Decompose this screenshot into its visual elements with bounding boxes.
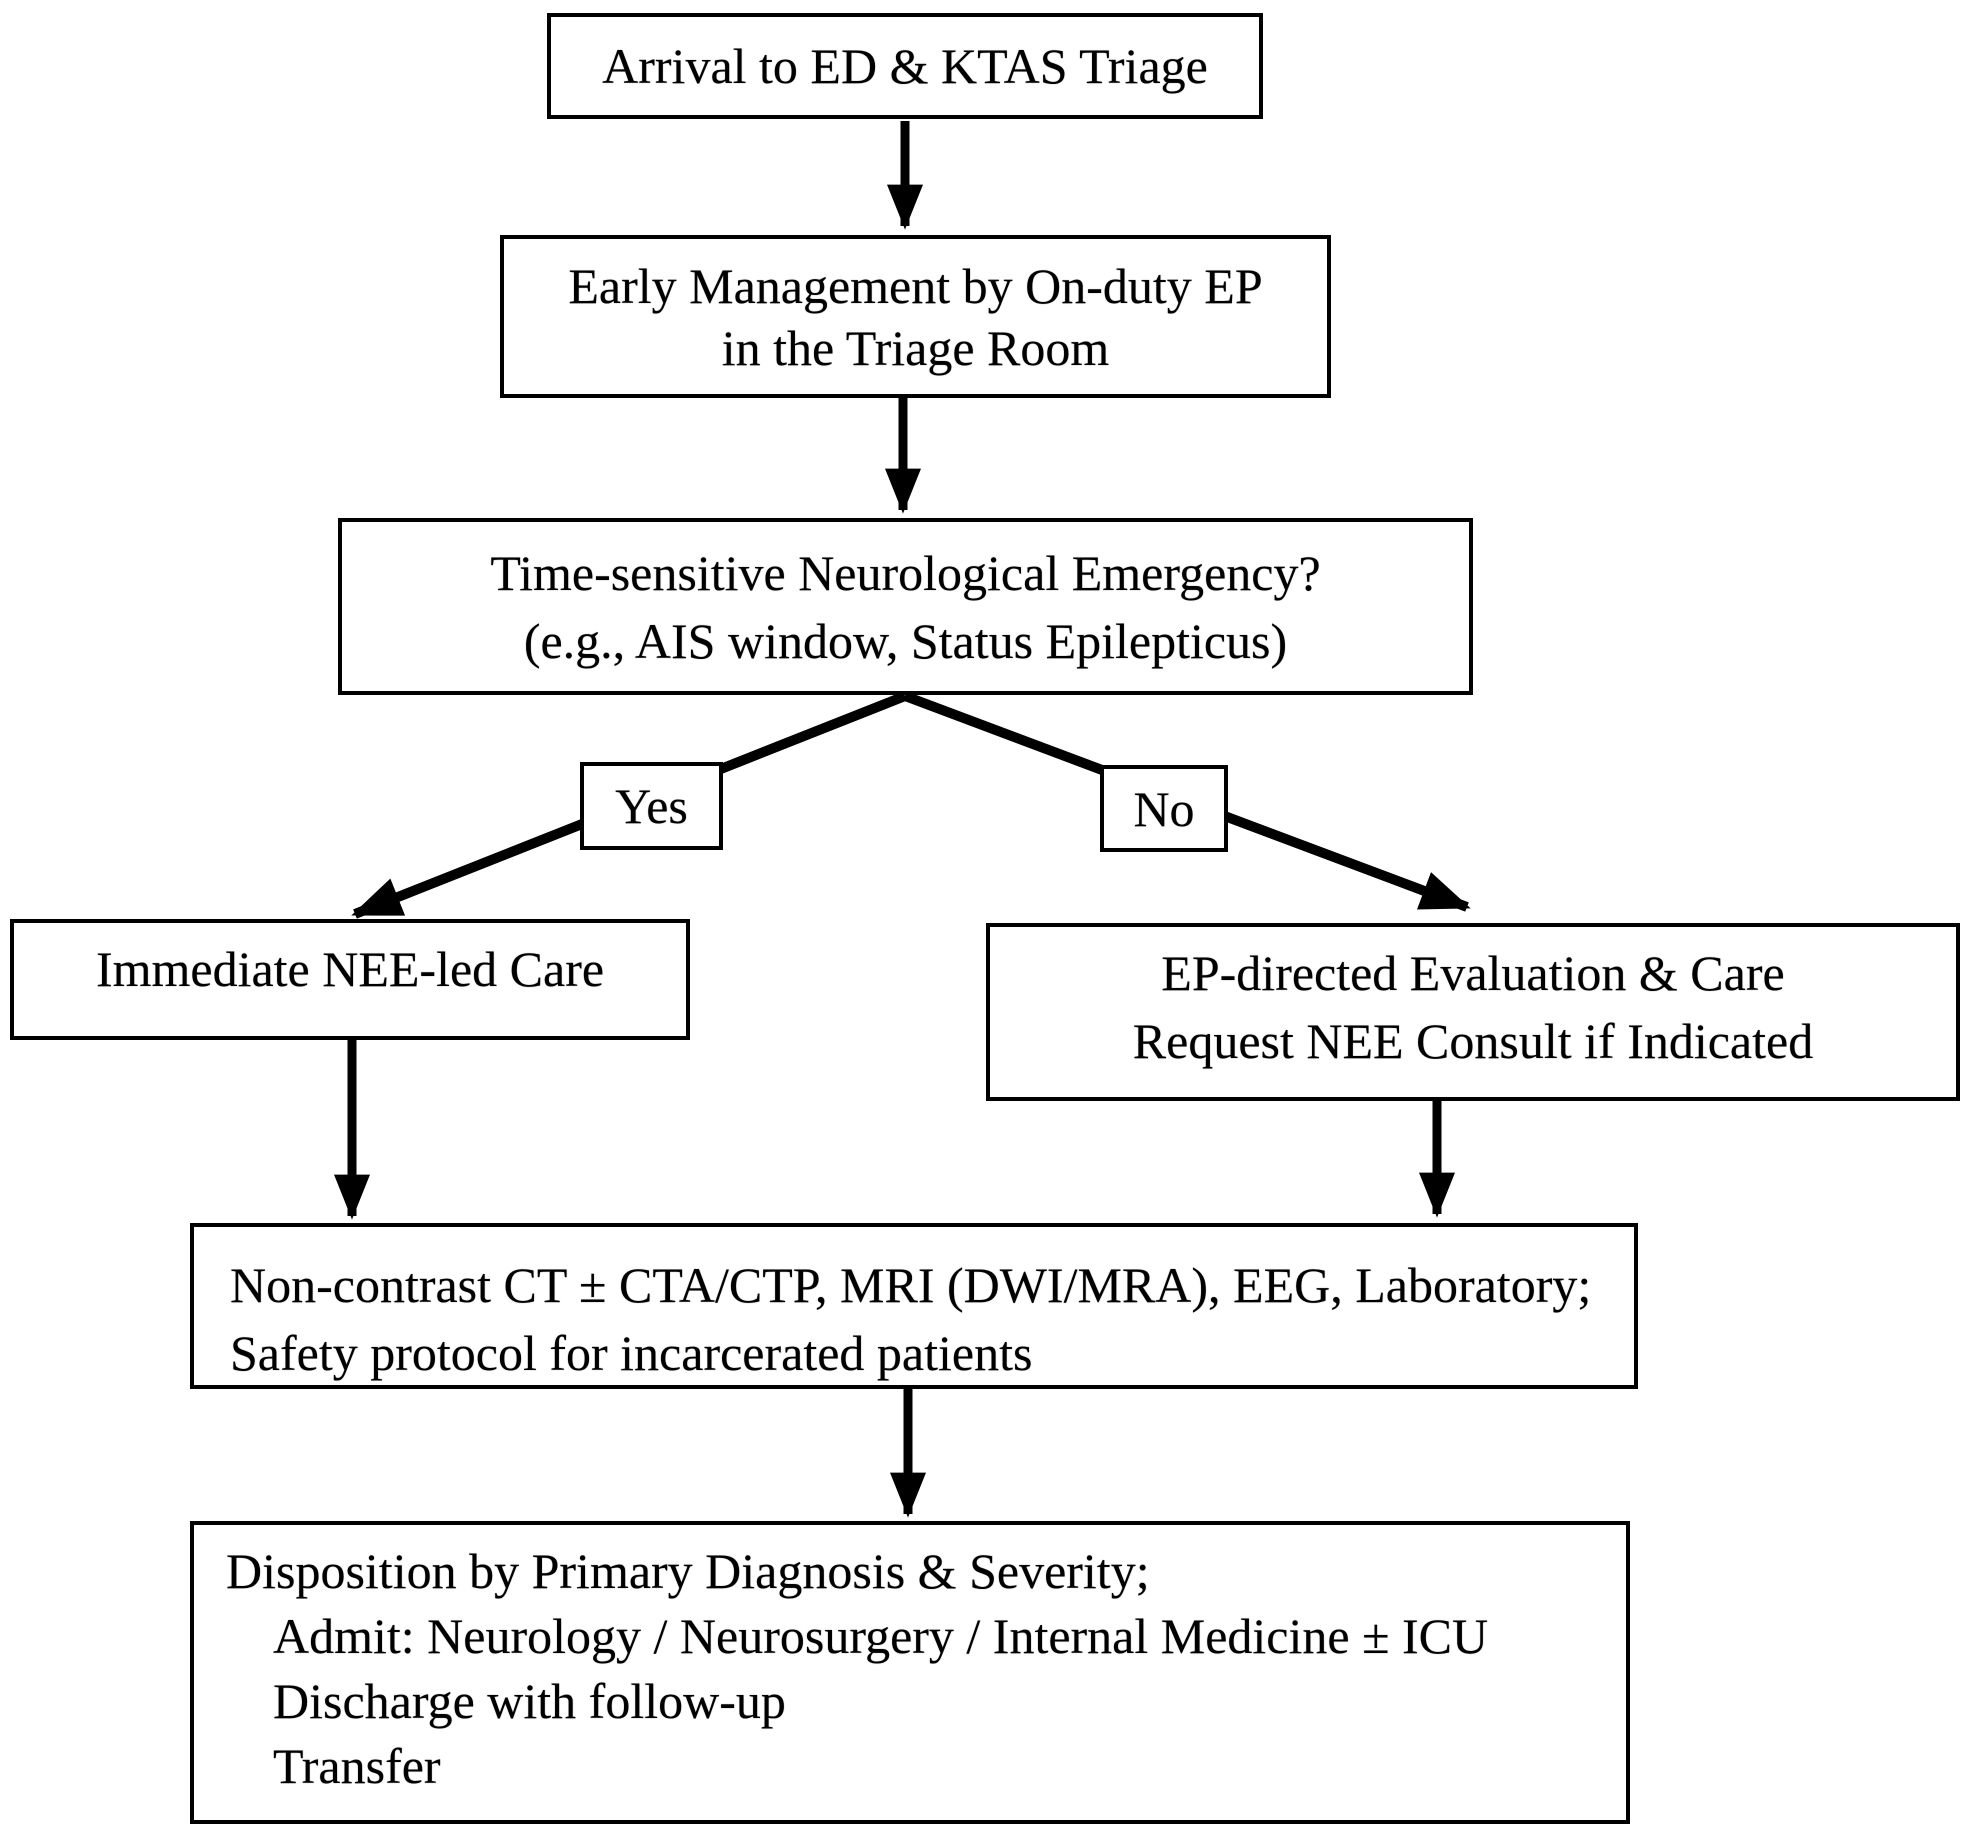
node-early-management: Early Management by On-duty EP in the Tr…	[500, 235, 1331, 398]
node-text-line: Non-contrast CT ± CTA/CTP, MRI (DWI/MRA)…	[230, 1257, 1592, 1313]
node-immediate-nee-care: Immediate NEE-led Care	[10, 919, 690, 1040]
node-text-line: Admit: Neurology / Neurosurgery / Intern…	[273, 1608, 1489, 1664]
node-decision-time-sensitive-emergency: Time-sensitive Neurological Emergency? (…	[338, 518, 1473, 695]
edge-label-no: No	[1100, 765, 1228, 852]
node-ep-directed-care: EP-directed Evaluation & Care Request NE…	[986, 923, 1960, 1101]
node-text-line: Early Management by On-duty EP	[568, 257, 1263, 314]
node-disposition: Disposition by Primary Diagnosis & Sever…	[190, 1521, 1630, 1824]
node-text-line: Safety protocol for incarcerated patient…	[230, 1325, 1033, 1381]
node-text-line: Immediate NEE-led Care	[95, 940, 605, 997]
edge-label-yes: Yes	[580, 762, 723, 850]
node-text-line: Arrival to ED & KTAS Triage	[602, 38, 1208, 94]
node-text-line: Disposition by Primary Diagnosis & Sever…	[226, 1543, 1150, 1599]
node-text-line: in the Triage Room	[721, 319, 1110, 376]
node-text-line: Transfer	[273, 1738, 441, 1794]
edge-label-text: Yes	[615, 778, 688, 834]
node-imaging-workup-safety: Non-contrast CT ± CTA/CTP, MRI (DWI/MRA)…	[190, 1223, 1638, 1389]
node-text-line: Discharge with follow-up	[273, 1673, 786, 1729]
node-text-line: EP-directed Evaluation & Care	[1161, 945, 1785, 1001]
node-text-line: (e.g., AIS window, Status Epilepticus)	[523, 612, 1288, 669]
node-text-line: Request NEE Consult if Indicated	[1132, 1013, 1814, 1069]
edge-label-text: No	[1133, 780, 1195, 837]
node-text-line: Time-sensitive Neurological Emergency?	[490, 544, 1321, 601]
node-arrival-triage: Arrival to ED & KTAS Triage	[547, 13, 1263, 119]
